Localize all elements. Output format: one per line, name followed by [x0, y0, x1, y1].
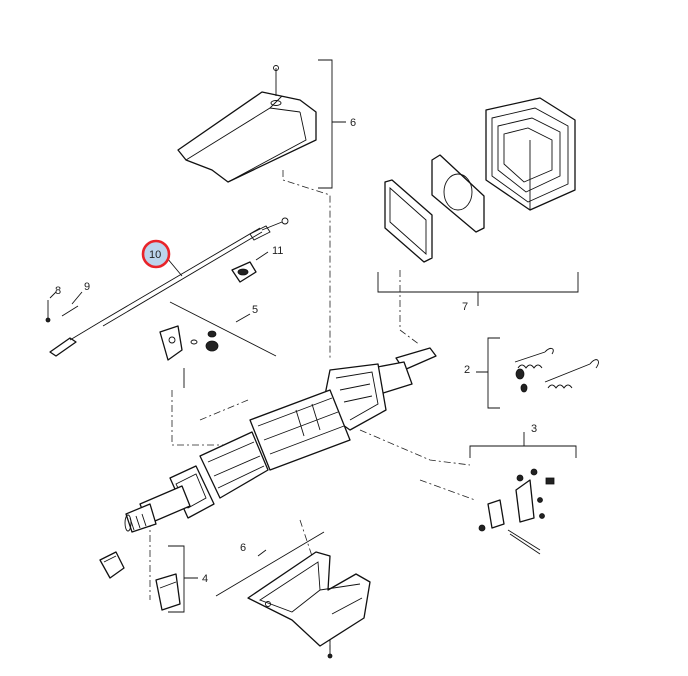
callout-6-top: 6	[350, 117, 356, 129]
callout-7: 7	[462, 301, 468, 313]
clamps-4	[99, 551, 181, 611]
springs-2	[514, 347, 599, 393]
bracket-6-bottom	[215, 531, 325, 597]
lower-column-cover	[247, 551, 371, 659]
leader-11	[255, 251, 269, 261]
callout-6-bottom: 6	[240, 542, 246, 554]
leader-10	[166, 257, 183, 277]
callout-3: 3	[531, 423, 537, 435]
callout-2: 2	[464, 364, 470, 376]
callout-11: 11	[272, 245, 283, 257]
bolt-8	[45, 300, 51, 323]
callout-8: 8	[55, 285, 61, 297]
pin-9	[61, 305, 79, 317]
bracket-parts-5	[159, 325, 219, 388]
highlight-ring-10	[141, 239, 171, 269]
bracket-5	[169, 301, 277, 357]
callout-10: 10	[149, 249, 161, 261]
bracket-7	[377, 272, 579, 306]
bracket-4	[168, 545, 198, 613]
brake-parts-3	[478, 468, 555, 555]
callout-4: 4	[202, 573, 208, 585]
bracket-6-top	[318, 59, 346, 189]
bracket-2	[476, 337, 500, 409]
leader-9	[71, 291, 83, 305]
upper-column-cover	[177, 65, 317, 183]
cable-clip	[231, 261, 257, 283]
callout-5: 5	[252, 304, 258, 316]
callout-9: 9	[84, 281, 90, 293]
leader-8	[49, 291, 57, 299]
steering-column	[124, 347, 437, 533]
control-cable	[49, 217, 289, 357]
bracket-3	[469, 432, 577, 458]
filter-assembly	[384, 97, 576, 263]
